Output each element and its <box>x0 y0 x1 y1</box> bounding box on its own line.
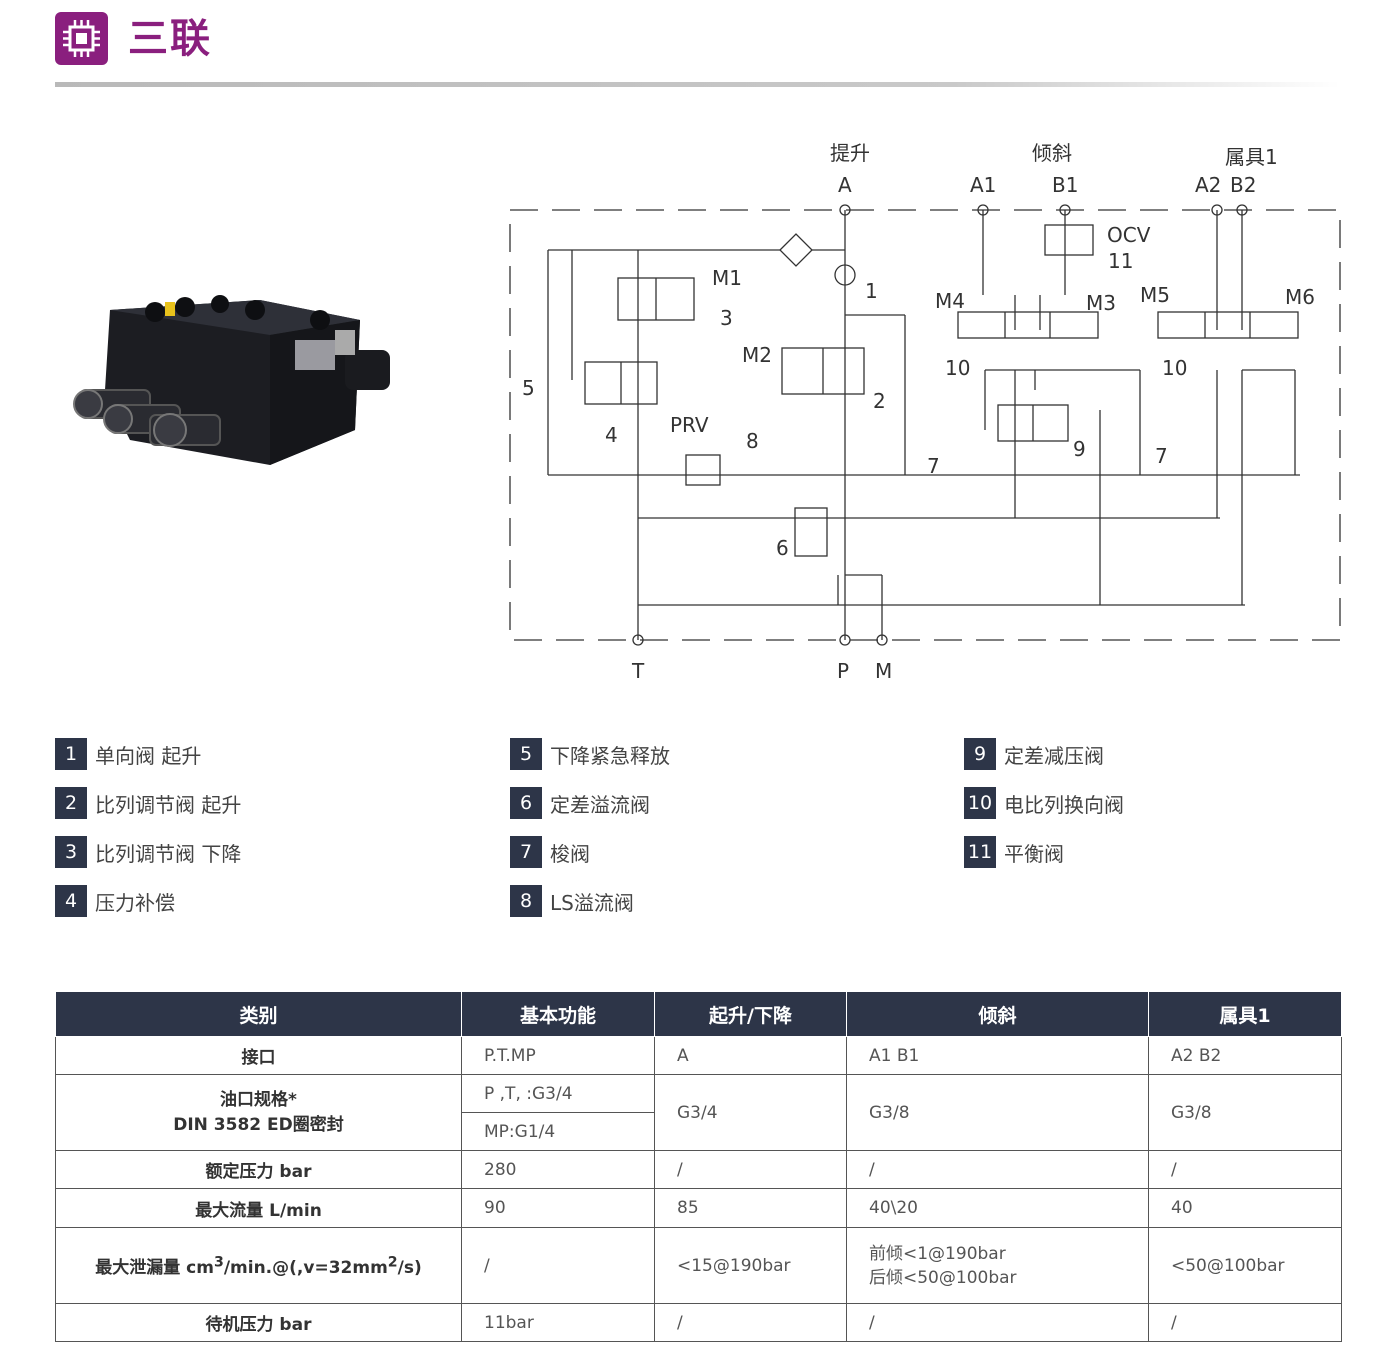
column-header: 属具1 <box>1148 991 1342 1037</box>
svg-text:4: 4 <box>605 423 618 447</box>
svg-text:6: 6 <box>776 536 789 560</box>
chip-icon <box>55 12 108 65</box>
table-row: 油口规格*DIN 3582 ED圈密封 P ,T, :G3/4 G3/4 G3/… <box>55 1074 1342 1151</box>
page-title: 三联 <box>128 16 212 62</box>
svg-text:M4: M4 <box>935 289 965 313</box>
label-attach: 属具1 <box>1225 145 1278 169</box>
svg-text:B2: B2 <box>1230 173 1256 197</box>
svg-text:M1: M1 <box>712 266 742 290</box>
column-header: 起升/下降 <box>654 991 847 1037</box>
table-row: 额定压力 bar 280 / / / <box>55 1150 1342 1189</box>
column-header: 基本功能 <box>461 991 655 1037</box>
svg-text:OCV: OCV <box>1107 223 1151 247</box>
svg-text:M6: M6 <box>1285 285 1315 309</box>
svg-text:A: A <box>838 173 852 197</box>
label-lift: 提升 <box>830 141 870 165</box>
svg-text:9: 9 <box>1073 437 1086 461</box>
label-tilt: 倾斜 <box>1032 141 1072 165</box>
valve-block-photo <box>70 280 400 480</box>
svg-text:M5: M5 <box>1140 283 1170 307</box>
svg-text:A2: A2 <box>1195 173 1221 197</box>
svg-text:5: 5 <box>522 376 535 400</box>
svg-text:11: 11 <box>1108 249 1133 273</box>
svg-text:A1: A1 <box>970 173 996 197</box>
svg-text:7: 7 <box>1155 444 1168 468</box>
table-row: 接口 P.T.MP A A1 B1 A2 B2 <box>55 1036 1342 1075</box>
svg-text:P: P <box>837 659 849 683</box>
svg-text:2: 2 <box>873 389 886 413</box>
column-header: 类别 <box>55 991 462 1037</box>
hydraulic-schematic: 提升 倾斜 属具1 A A1 B1 A2 B2 OCV M1 M2 M3 M4 … <box>509 141 1341 683</box>
svg-text:M: M <box>875 659 892 683</box>
svg-text:T: T <box>631 659 645 683</box>
header-divider <box>55 82 1340 87</box>
svg-text:M2: M2 <box>742 343 772 367</box>
table-row: 最大泄漏量 cm3/min.@(,v=32mm2/s) / <15@190bar… <box>55 1227 1342 1304</box>
spec-table: 类别 基本功能 起升/下降 倾斜 属具1 接口 P.T.MP A A1 B1 A… <box>55 991 1342 1342</box>
column-header: 倾斜 <box>846 991 1149 1037</box>
table-header-row: 类别 基本功能 起升/下降 倾斜 属具1 <box>55 991 1342 1037</box>
svg-text:M3: M3 <box>1086 291 1116 315</box>
svg-text:8: 8 <box>746 429 759 453</box>
svg-text:1: 1 <box>865 279 878 303</box>
svg-text:10: 10 <box>945 356 970 380</box>
table-row: 最大流量 L/min 90 85 40\20 40 <box>55 1188 1342 1228</box>
table-row: 待机压力 bar 11bar / / / <box>55 1303 1342 1342</box>
svg-text:3: 3 <box>720 306 733 330</box>
svg-text:PRV: PRV <box>670 413 709 437</box>
svg-text:10: 10 <box>1162 356 1187 380</box>
svg-text:7: 7 <box>927 454 940 478</box>
svg-text:B1: B1 <box>1052 173 1078 197</box>
